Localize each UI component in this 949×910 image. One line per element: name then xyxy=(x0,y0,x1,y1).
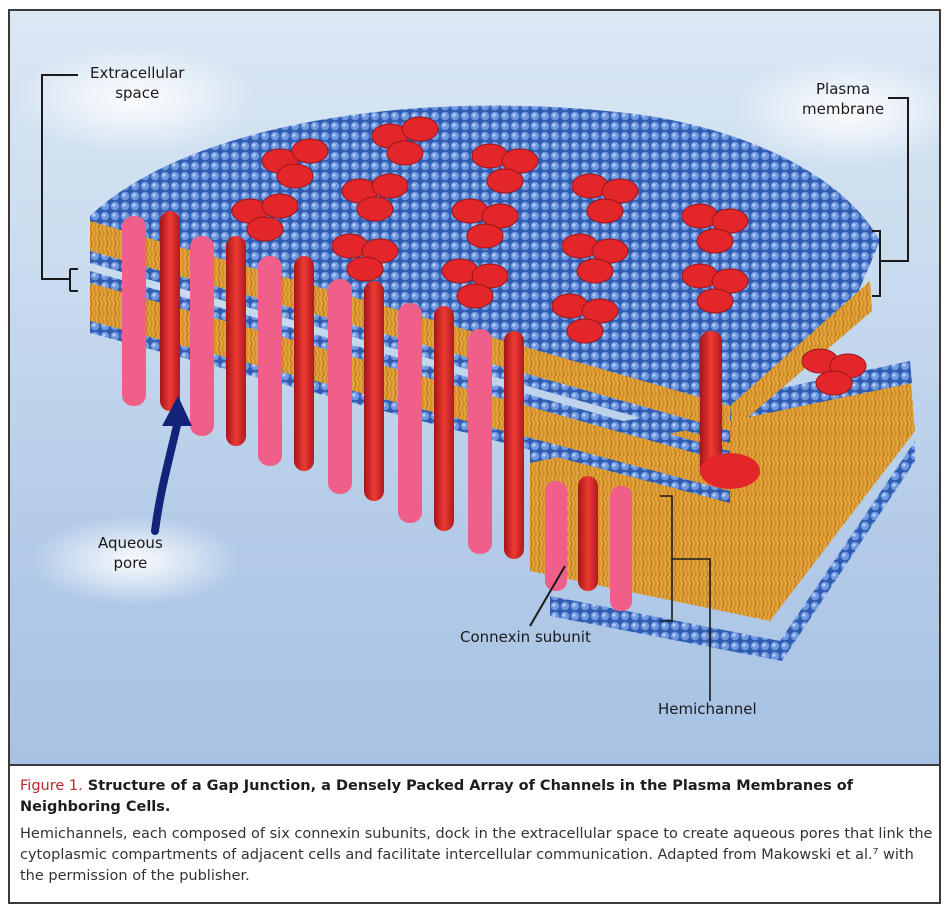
caption-divider xyxy=(10,764,939,766)
gap-junction-illustration: Extracellular space Plasma membrane Aque… xyxy=(10,11,939,764)
figure-number: Figure 1. xyxy=(20,778,83,794)
aqueous-pore-label: Aqueous pore xyxy=(98,533,163,573)
caption-body: Hemichannels, each composed of six conne… xyxy=(20,824,935,887)
figure-caption: Figure 1. Structure of a Gap Junction, a… xyxy=(20,776,935,887)
aqueous-pore-arrow xyxy=(155,421,178,531)
connexin-subunit-label: Connexin subunit xyxy=(460,627,591,647)
extracellular-label-line1: Extracellular xyxy=(90,63,184,83)
gap-junction-diagram xyxy=(10,11,939,764)
channel xyxy=(545,476,632,611)
extracellular-space-label: Extracellular space xyxy=(90,63,184,103)
plasma-label-line1: Plasma xyxy=(802,79,884,99)
caption-title-text: Structure of a Gap Junction, a Densely P… xyxy=(20,778,853,815)
plasma-membrane-label: Plasma membrane xyxy=(802,79,884,119)
aqueous-label-line2: pore xyxy=(98,553,163,573)
aqueous-label-line1: Aqueous xyxy=(98,533,163,553)
figure-frame: Extracellular space Plasma membrane Aque… xyxy=(8,9,941,904)
plasma-label-line2: membrane xyxy=(802,99,884,119)
extracellular-label-line2: space xyxy=(90,83,184,103)
caption-title: Figure 1. Structure of a Gap Junction, a… xyxy=(20,776,935,818)
hemichannel-label: Hemichannel xyxy=(658,699,757,719)
